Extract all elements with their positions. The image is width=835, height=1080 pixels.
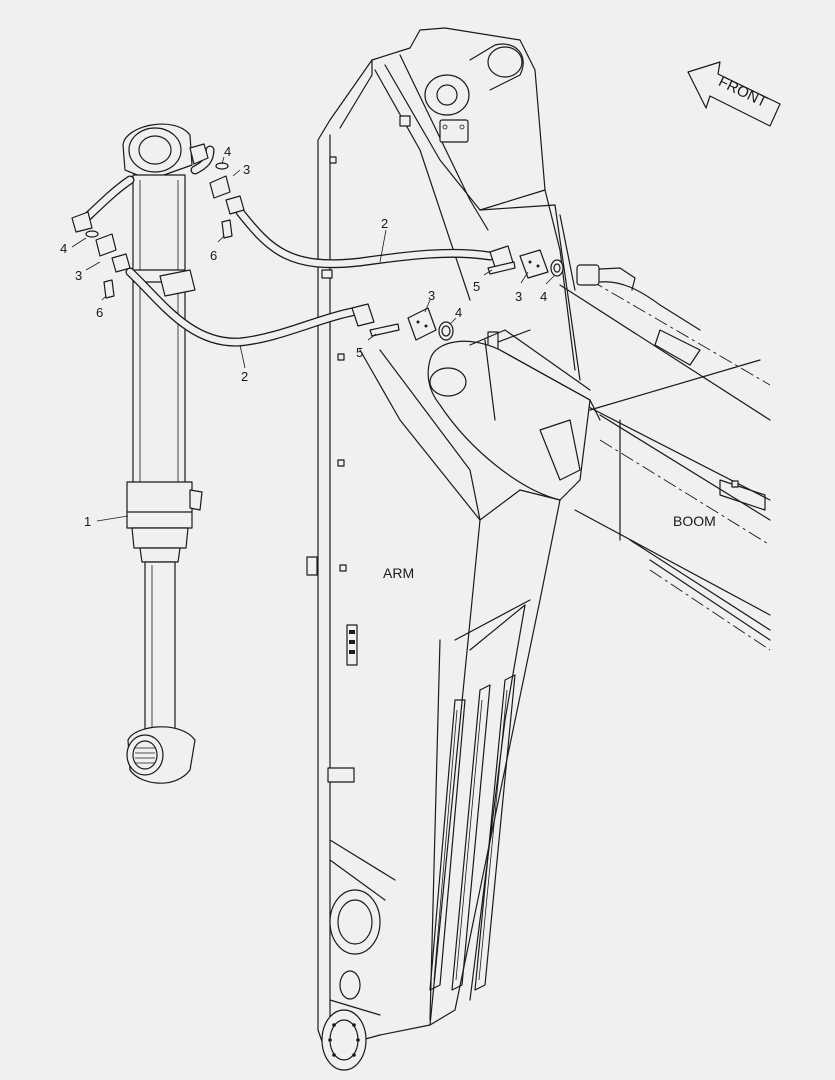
- callout-1: 1: [84, 514, 91, 529]
- arm: [306, 27, 581, 1071]
- callout-4-top: 4: [224, 144, 231, 159]
- callout-2-upper: 2: [381, 216, 388, 231]
- hydraulic-cylinder: [122, 123, 203, 784]
- hoses: [77, 145, 495, 347]
- callouts: 1 2 2 3 3 3 3 4 4 4 4 5 5: [60, 144, 555, 529]
- boom-label: BOOM: [673, 513, 716, 529]
- callout-2-lower: 2: [241, 369, 248, 384]
- fittings: [71, 143, 564, 341]
- front-direction-arrow: FRONT: [687, 61, 781, 127]
- callout-4-left: 4: [60, 241, 67, 256]
- arm-label: ARM: [383, 565, 414, 581]
- callout-5-arm-right: 5: [473, 279, 480, 294]
- callout-3-arm-mid: 3: [428, 288, 435, 303]
- callout-3-arm-right: 3: [515, 289, 522, 304]
- arm-cylinder-link: [427, 329, 601, 501]
- callout-3-top-right: 3: [243, 162, 250, 177]
- callout-5-arm-mid: 5: [356, 345, 363, 360]
- callout-4-arm-right: 4: [540, 289, 547, 304]
- callout-6-top-right: 6: [210, 248, 217, 263]
- callout-4-arm-mid: 4: [455, 305, 462, 320]
- callout-6-top-left: 6: [96, 305, 103, 320]
- boom: [559, 264, 771, 651]
- callout-3-top-left: 3: [75, 268, 82, 283]
